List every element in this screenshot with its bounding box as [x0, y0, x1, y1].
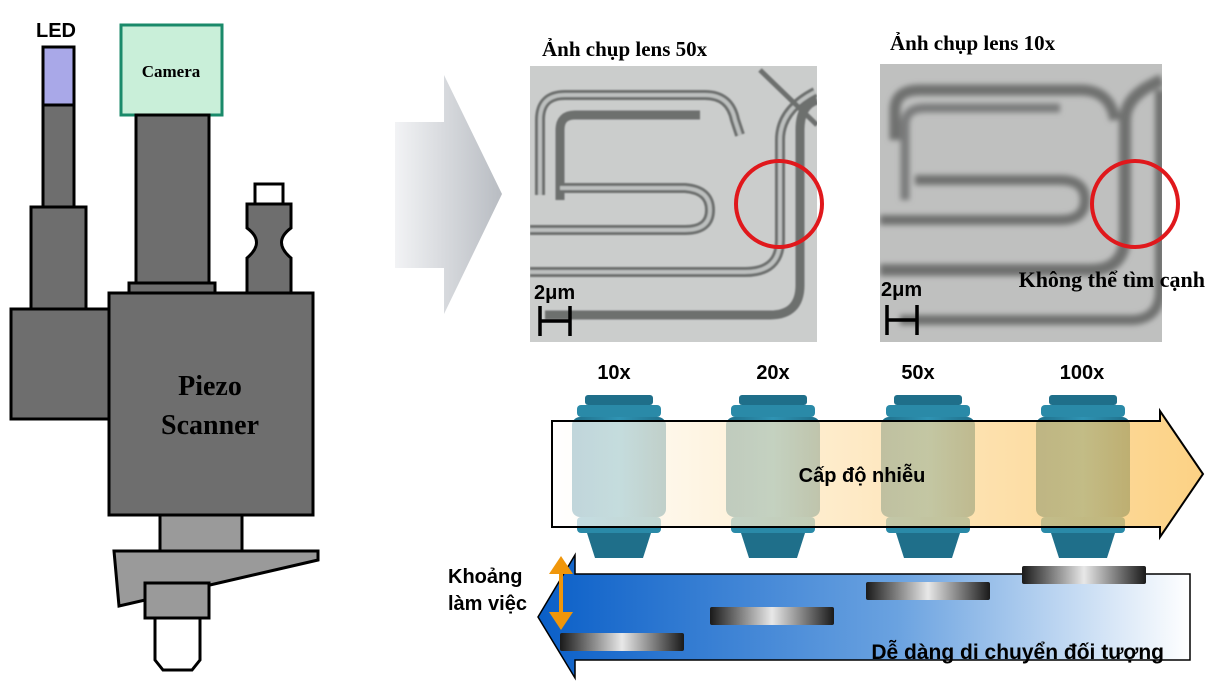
microscope-image-50x — [530, 66, 817, 342]
side-block — [9, 307, 112, 421]
scanner-label-line1: Piezo — [178, 371, 242, 402]
transition-arrow — [395, 75, 502, 314]
lens-label-50x: 50x — [901, 362, 934, 384]
led-tube — [41, 103, 76, 209]
camera-module — [119, 23, 224, 117]
highlight-circle-50x — [734, 159, 824, 249]
lens-label-100x: 100x — [1060, 362, 1105, 384]
lens-label-20x: 20x — [756, 362, 789, 384]
image-10x-title: Ảnh chụp lens 10x — [890, 31, 1056, 55]
microscope-image-10x — [880, 64, 1162, 342]
camera-label: Camera — [142, 62, 201, 81]
working-distance-label-line1: Khoảng — [448, 566, 522, 588]
move-arrow — [537, 552, 1191, 681]
image-50x-title: Ảnh chụp lens 50x — [542, 37, 708, 61]
sample-slide-10x — [560, 633, 684, 651]
image-10x-scale-bar — [885, 305, 919, 335]
image-50x-scale-label: 2μm — [534, 282, 575, 304]
objective-tip — [153, 616, 202, 672]
working-distance-arrow — [549, 556, 573, 630]
sample-slide-100x — [1022, 566, 1146, 584]
noise-arrow — [551, 407, 1205, 541]
instrument — [9, 23, 320, 672]
image-10x-note: Không thể tìm cạnh — [1019, 267, 1205, 292]
image-10x-scale-label: 2μm — [881, 279, 922, 301]
highlight-circle-10x — [1090, 159, 1180, 249]
move-arrow-label: Dễ dàng di chuyển đối tượng — [871, 640, 1164, 664]
led-label: LED — [36, 20, 76, 42]
knob-body — [245, 202, 293, 295]
led-housing — [29, 205, 88, 311]
scanner-label-line2: Scanner — [161, 410, 259, 441]
scanner-neck — [158, 513, 244, 553]
knob-top — [253, 182, 285, 206]
working-distance-label-line2: làm việc — [448, 593, 527, 615]
sample-slide-50x — [866, 582, 990, 600]
image-50x-scale-bar — [538, 306, 572, 336]
led-module — [41, 45, 76, 107]
camera-tube — [134, 113, 211, 285]
lens-label-10x: 10x — [597, 362, 630, 384]
noise-arrow-label: Cấp độ nhiễu — [799, 463, 926, 487]
sample-slide-20x — [710, 607, 834, 625]
objective-stem — [143, 581, 211, 620]
piezo-scanner-body — [107, 291, 315, 517]
